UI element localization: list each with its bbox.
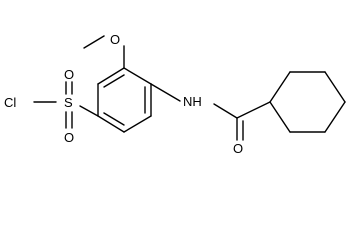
methoxy-bond [83, 35, 105, 49]
ring-bond [123, 115, 152, 133]
cyclohexane-bond [269, 71, 291, 103]
structure-diagram: Cl S O O O NH O [4, 32, 346, 156]
cyclohexane-bond [269, 101, 291, 133]
cyclohexane-bond [324, 71, 346, 103]
sulfonyl-oxygen-bottom-label: O [64, 130, 74, 145]
sulfonyl-oxygen-top-label: O [64, 67, 74, 82]
atom-labels: Cl S O O O NH O [4, 32, 243, 156]
bonds [33, 35, 346, 141]
c-n-bond [150, 83, 181, 102]
chlorine-label: Cl [4, 95, 16, 110]
c-s-bond [79, 105, 99, 117]
ring-bond [97, 115, 125, 133]
ring-bond [97, 67, 125, 85]
ring-double-bond [103, 74, 125, 88]
ring-double-bond [103, 112, 125, 126]
sulfur-label: S [64, 95, 73, 110]
cyclohexane-bond [324, 101, 346, 133]
n-c-bond [213, 103, 238, 119]
ring-bond [123, 67, 152, 85]
amide-nitrogen-label: NH [183, 94, 202, 109]
c-cyclohexyl-bond [236, 101, 271, 119]
methoxy-oxygen-label: O [110, 32, 120, 47]
molecule-svg: Cl S O O O NH O [4, 32, 346, 156]
carbonyl-oxygen-label: O [233, 141, 243, 156]
